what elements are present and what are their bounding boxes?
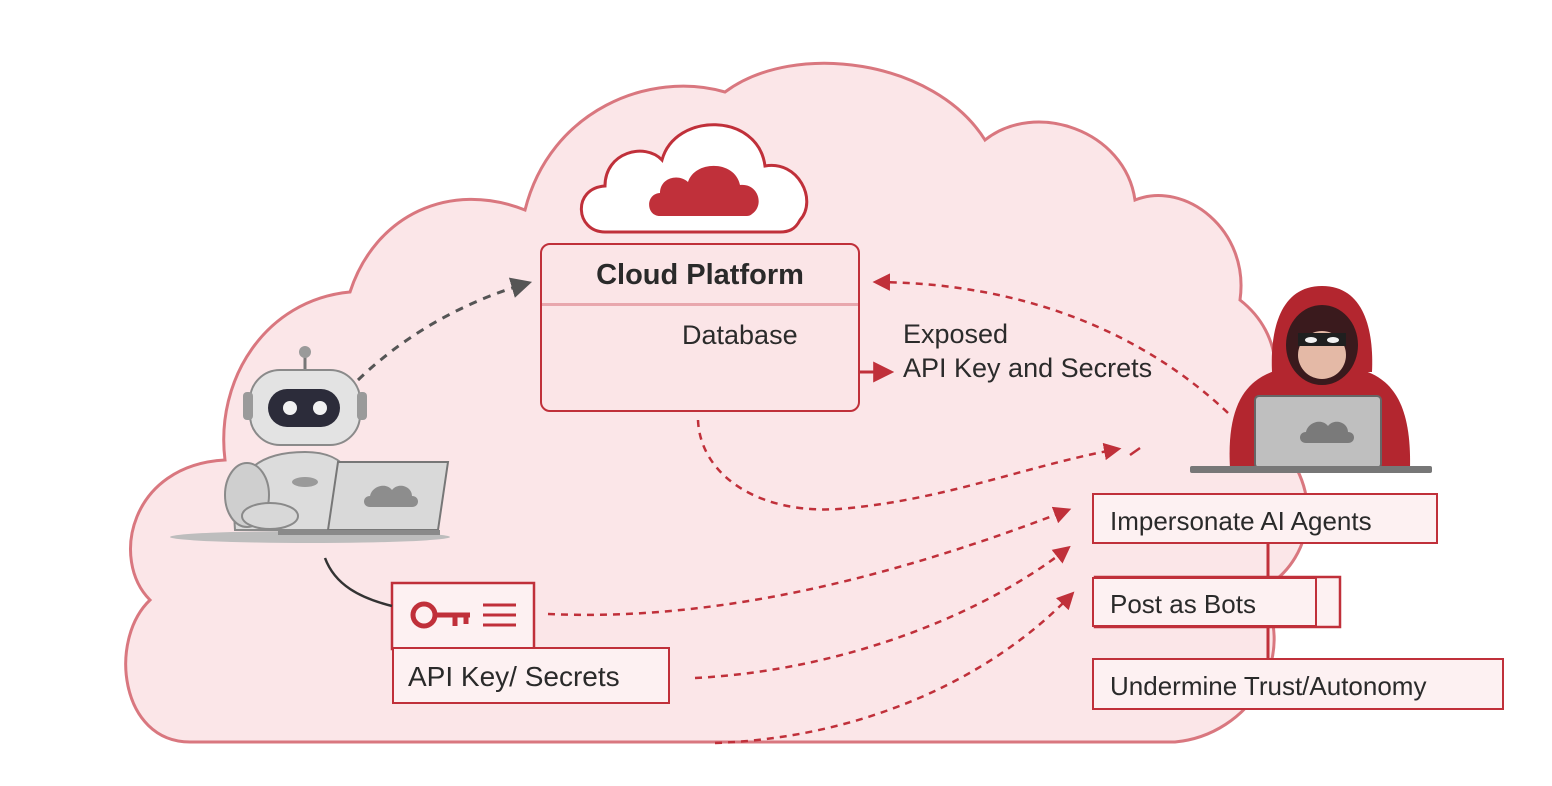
exposed-label-line1: Exposed bbox=[903, 319, 1009, 349]
database-label: Database bbox=[682, 320, 798, 350]
impact-post-box: Post as Bots bbox=[1092, 577, 1317, 627]
arrow-bottom-to-undermine bbox=[714, 591, 1075, 745]
impact-impersonate-label: Impersonate AI Agents bbox=[1110, 506, 1372, 536]
cloud-platform-box: Cloud Platform bbox=[540, 243, 860, 412]
robot-to-key-connector bbox=[323, 557, 393, 608]
platform-title: Cloud Platform bbox=[596, 259, 804, 291]
hacker-laptop-icon bbox=[1190, 395, 1432, 473]
arrow-key-to-impersonate bbox=[547, 506, 1072, 617]
impact-post-label: Post as Bots bbox=[1110, 589, 1256, 619]
exposed-label-line2: API Key and Secrets bbox=[903, 353, 1153, 383]
arrow-tip-small bbox=[1129, 446, 1141, 457]
impact-impersonate-box: Impersonate AI Agents bbox=[1092, 493, 1438, 544]
cloud-icon bbox=[579, 123, 809, 234]
lines-icon bbox=[483, 603, 516, 627]
api-key-secrets-box: API Key/ Secrets bbox=[392, 647, 670, 704]
arrow-key-to-post bbox=[694, 545, 1071, 680]
impact-undermine-box: Undermine Trust/Autonomy bbox=[1092, 658, 1504, 710]
api-key-secrets-label: API Key/ Secrets bbox=[408, 661, 620, 692]
arrow-platform-to-hacker bbox=[696, 419, 1122, 511]
impact-undermine-label: Undermine Trust/Autonomy bbox=[1110, 671, 1427, 701]
laptop-icon bbox=[278, 461, 450, 535]
arrow-hacker-to-platform bbox=[872, 273, 1229, 414]
key-icon bbox=[410, 601, 470, 629]
platform-divider bbox=[542, 303, 858, 306]
robot-icon bbox=[170, 346, 450, 543]
